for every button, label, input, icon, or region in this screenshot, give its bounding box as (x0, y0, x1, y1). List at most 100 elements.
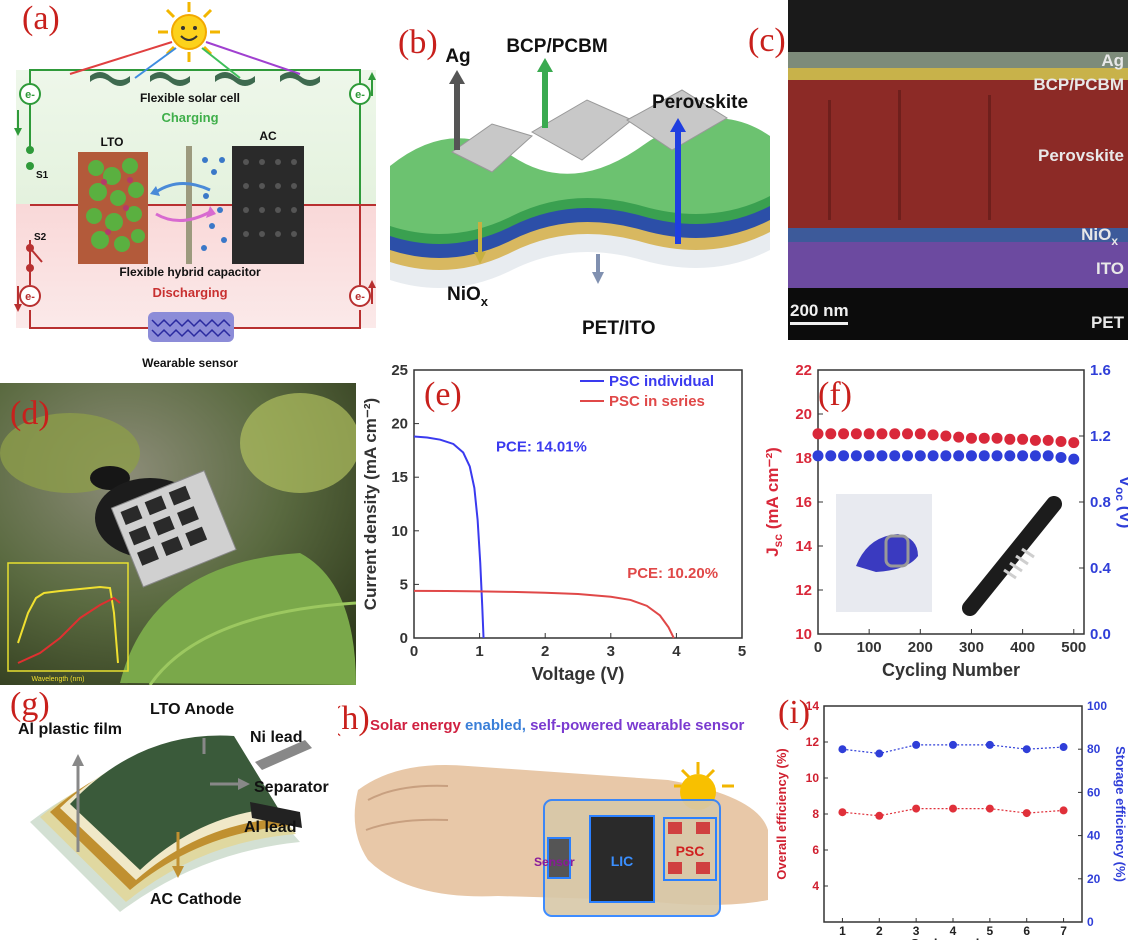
i-series-1-point (1059, 743, 1068, 752)
f-series-1-point (1055, 451, 1067, 463)
panel-label-e: (e) (424, 376, 462, 413)
f-ytick-right-label: 0.0 (1090, 626, 1111, 643)
f-series-0-point (927, 429, 939, 441)
f-inset-rod (962, 496, 1062, 616)
f-series-1-point (1004, 450, 1016, 462)
f-series-1-point (1068, 453, 1080, 465)
f-series-1-point (940, 450, 952, 462)
efficiency-chart: 1234567468101214020406080100Cycle number… (774, 699, 1128, 940)
i-xtick-label: 2 (876, 924, 883, 938)
panel-label-a: (a) (22, 0, 60, 37)
f-ytick-left-label: 16 (795, 494, 812, 511)
panel-h: Solar energy enabled, self-powered weara… (338, 700, 768, 940)
i-xtick-label: 7 (1060, 924, 1067, 938)
charging-label: Charging (161, 110, 218, 125)
panel-a-diagram: Flexible solar cell Charging e- e- e- e-… (14, 2, 376, 342)
wearable-sensor-label: Wearable sensor (142, 356, 238, 370)
f-series-1-point (1017, 450, 1029, 462)
f-ylabel-left: Jsc (mA cm⁻²) (763, 447, 785, 557)
f-ylabel-right: Voc (V) (1113, 476, 1128, 529)
wearable-system-diagram: Solar energy enabled, self-powered weara… (354, 717, 768, 917)
i-xtick-label: 4 (950, 924, 957, 938)
e-xtick-label: 1 (475, 643, 483, 660)
sem-pet-label: PET (1091, 313, 1125, 332)
ac-cathode-label: AC Cathode (150, 891, 242, 908)
f-series-0-point (978, 432, 990, 444)
f-series-1-point (927, 450, 939, 462)
lto-electrode (78, 152, 148, 264)
e-ytick-label: 20 (391, 416, 408, 433)
f-inset-rod-cell (1003, 568, 1017, 580)
i-ytick-left-label: 8 (812, 807, 819, 821)
panel-d: Wavelength (nm) (d) (0, 383, 356, 685)
f-inset-rod-cell (1009, 561, 1023, 573)
f-ytick-right-label: 1.6 (1090, 362, 1111, 379)
e-legend-label-1: PSC in series (609, 393, 705, 410)
panel-label-c: (c) (748, 22, 786, 59)
f-series-1-point (914, 450, 926, 462)
lto-anode-label: LTO Anode (150, 701, 234, 718)
f-xlabel: Cycling Number (882, 660, 1020, 680)
panel-label-f: (f) (818, 376, 852, 413)
f-xtick-label: 100 (857, 639, 882, 656)
f-series-0-point (1017, 433, 1029, 445)
i-series-1-point (912, 740, 921, 749)
f-xtick-label: 200 (908, 639, 933, 656)
solar-cell-modules (90, 72, 320, 86)
i-ytick-right-label: 100 (1087, 699, 1107, 713)
sem-ag-label: Ag (1101, 51, 1124, 70)
f-inset-bent-cell (884, 534, 910, 568)
svg-text:e-: e- (355, 291, 365, 303)
i-ytick-right-label: 20 (1087, 872, 1101, 886)
i-ylabel-right: Storage efficiency (%) (1113, 746, 1128, 882)
ni-lead-label: Ni lead (250, 729, 302, 746)
charging-region (16, 70, 376, 204)
e-xtick-label: 0 (410, 643, 418, 660)
layer-perovskite-label: Perovskite (652, 92, 748, 113)
f-ytick-right-label: 0.8 (1090, 494, 1111, 511)
e-annotation-1: PCE: 10.20% (627, 565, 718, 582)
f-series-1-point (825, 450, 837, 462)
lic-block (589, 815, 655, 903)
f-series-0-point (1004, 433, 1016, 445)
f-series-0-point (863, 428, 875, 440)
hybrid-capacitor-structure: Al plastic film LTO Anode Ni lead Separa… (18, 701, 329, 912)
f-ytick-left-label: 20 (795, 406, 812, 423)
svg-text:e-: e- (355, 89, 365, 101)
e-ytick-label: 5 (400, 576, 408, 593)
f-series-0-point (1055, 436, 1067, 447)
f-series-0-point (1029, 434, 1041, 446)
i-ylabel-left: Overall efficiency (%) (774, 748, 789, 880)
sensor-block (547, 837, 571, 879)
discharging-region (16, 204, 376, 328)
discharging-label: Discharging (152, 285, 227, 300)
f-series-0-point (850, 428, 862, 440)
f-series-1-point (991, 450, 1003, 462)
lic-text: LIC (611, 853, 634, 869)
beetle-head (90, 466, 130, 490)
svg-text:e-: e- (25, 89, 35, 101)
i-xlabel: Cycle number (910, 936, 996, 940)
al-lead-label: Al lead (244, 819, 296, 836)
i-ytick-right-label: 80 (1087, 742, 1101, 756)
e-ylabel: Current density (mA cm⁻²) (361, 398, 380, 610)
layer-niox-label: NiOx (447, 284, 489, 309)
f-series-1-point (838, 450, 850, 462)
f-series-1-point (863, 450, 875, 462)
e-xtick-label: 4 (672, 643, 681, 660)
f-series-0-point (1042, 434, 1054, 446)
separator-bar (186, 146, 192, 264)
e-xtick-label: 3 (607, 643, 615, 660)
i-ytick-right-label: 40 (1087, 829, 1101, 843)
scale-bar (790, 322, 848, 325)
f-series-0-point (1068, 437, 1080, 449)
panel-label-b: (b) (398, 24, 438, 61)
i-ytick-left-label: 4 (812, 879, 819, 893)
i-ytick-left-label: 6 (812, 843, 819, 857)
f-series-0-point (825, 428, 837, 440)
i-ytick-right-label: 0 (1087, 915, 1094, 929)
layer-pet-ito-label: PET/ITO (582, 318, 656, 339)
i-ytick-right-label: 60 (1087, 785, 1101, 799)
solar-cell-label: Flexible solar cell (140, 91, 240, 105)
